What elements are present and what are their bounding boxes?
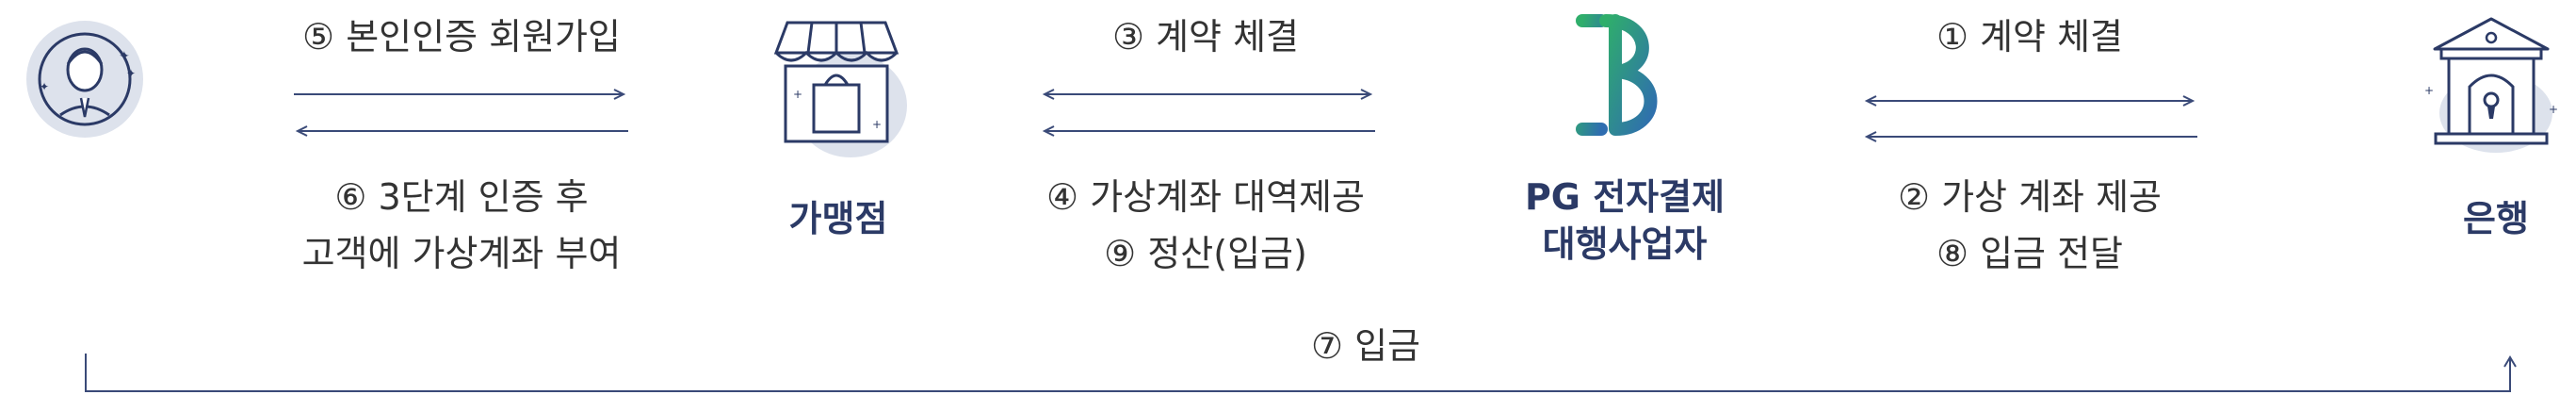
- step5-label: ⑤ 본인인증 회원가입: [302, 16, 621, 58]
- arrow-pg-bank-double: [1863, 94, 2197, 107]
- merchant-label: 가맹점: [788, 198, 888, 239]
- arrow-bank-to-pg: [1863, 130, 2197, 143]
- step7-label: ⑦ 입금: [1310, 325, 1421, 367]
- svg-text:✦: ✦: [40, 80, 49, 93]
- arrow-customer-to-merchant: [294, 88, 628, 101]
- step6-label-line1: ⑥ 3단계 인증 후: [334, 176, 589, 218]
- bank-lock-icon: + +: [2421, 9, 2562, 156]
- step2-label: ② 가상 계좌 제공: [1897, 176, 2163, 218]
- step8-label: ⑧ 입금 전달: [1936, 233, 2124, 274]
- svg-text:+: +: [793, 88, 802, 101]
- step6-label-line2: 고객에 가상계좌 부여: [301, 233, 622, 274]
- storefront-bag-icon: + +: [761, 11, 916, 157]
- pg-kb-logo-icon: [1563, 11, 1686, 139]
- arrow-pg-to-merchant: [1041, 124, 1375, 138]
- arrow-merchant-to-customer: [294, 124, 628, 138]
- step9-label: ⑨ 정산(입금): [1104, 233, 1307, 274]
- pg-label-line1: PG 전자결제: [1524, 176, 1725, 218]
- svg-text:+: +: [2424, 84, 2434, 97]
- svg-text:✦: ✦: [126, 67, 136, 80]
- businessman-icon: ✦ ✦ ✦: [19, 11, 160, 153]
- svg-text:✦: ✦: [119, 49, 130, 64]
- step3-label: ③ 계약 체결: [1111, 16, 1300, 58]
- arrow-deposit-customer-to-bank: [75, 354, 2524, 395]
- svg-text:+: +: [2549, 103, 2558, 116]
- bank-label: 은행: [2463, 198, 2529, 239]
- svg-text:+: +: [872, 118, 882, 131]
- arrow-merchant-pg-double: [1041, 88, 1375, 101]
- step1-label: ① 계약 체결: [1936, 16, 2124, 58]
- step4-label: ④ 가상계좌 대역제공: [1046, 176, 1365, 218]
- pg-label-line2: 대행사업자: [1542, 223, 1708, 265]
